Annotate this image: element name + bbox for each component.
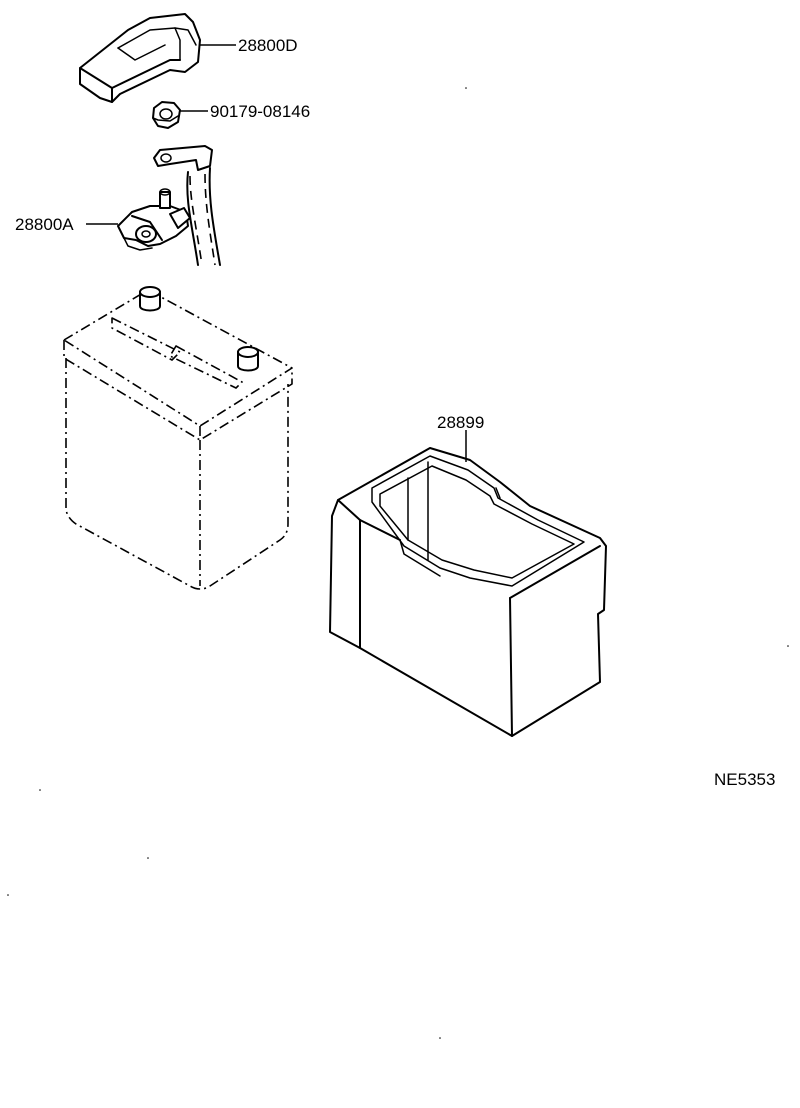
battery-cable: [153, 145, 221, 266]
diagram-code: NE5353: [714, 770, 775, 789]
terminal-cover-part: [79, 13, 201, 103]
terminal-clamp-part-number: 28800A: [15, 215, 74, 234]
battery-tray-part-number: 28899: [437, 413, 484, 432]
nut-part: [152, 101, 181, 129]
battery-outline: [63, 286, 293, 590]
terminal-clamp-part: [117, 188, 191, 251]
battery-tray-part: [329, 447, 607, 737]
terminal-cover-part-number: 28800D: [238, 36, 298, 55]
nut-part-number: 90179-08146: [210, 102, 310, 121]
scan-specks: [7, 87, 789, 1039]
